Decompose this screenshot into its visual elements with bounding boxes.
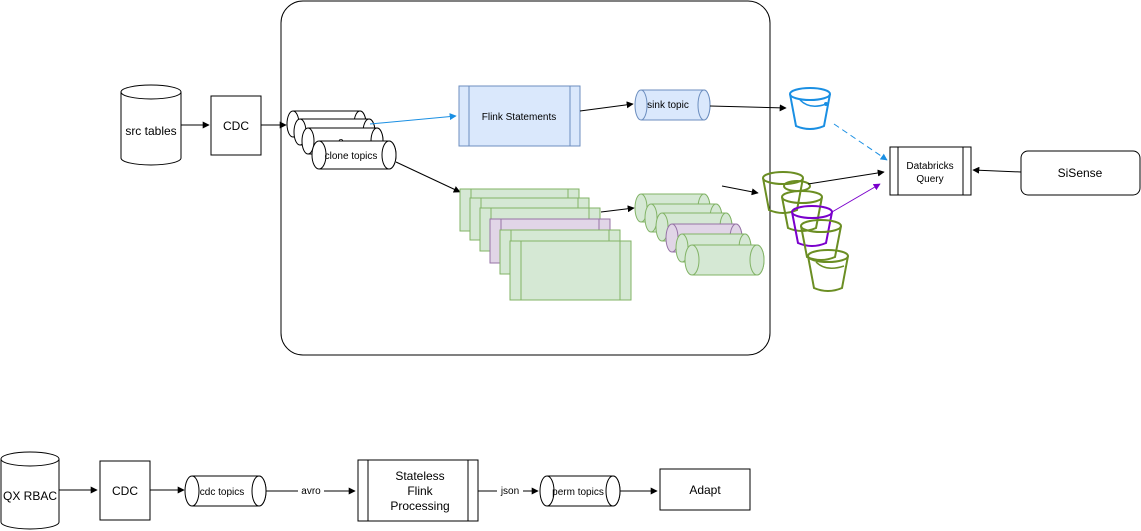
edge-label-bg <box>298 484 324 497</box>
edge-label-bg <box>497 484 523 497</box>
s3-bucket-icon <box>791 205 833 247</box>
edge-clone-to-green-stack <box>395 161 461 193</box>
process-box-6 <box>509 240 632 301</box>
s3-bucket-icon <box>807 249 849 292</box>
sink-topic-cylinder: sink topic <box>634 89 711 121</box>
edge-green-topics-to-buckets <box>721 185 759 196</box>
sisense-label: SiSense <box>1058 166 1103 180</box>
bucket-stack <box>762 171 849 292</box>
edge-json-label: json <box>500 486 519 497</box>
cdc-bottom-label: CDC <box>112 484 138 498</box>
s3-bucket-icon <box>800 219 842 261</box>
edge-topics-to-flink <box>369 113 457 125</box>
clone-topics-cylinder: clone topics <box>311 140 397 170</box>
edge-flink-to-sink <box>579 101 634 112</box>
src-tables-database: src tables <box>120 84 182 166</box>
perm-topics-label: perm topics <box>552 487 604 498</box>
stateless-flink-node: Stateless Flink Processing <box>357 459 479 522</box>
edge-bucket-to-databricks <box>833 123 888 161</box>
clone-topics-label: clone topics <box>325 151 378 162</box>
edge-sink-to-bucket <box>709 104 787 112</box>
s3-bucket-icon <box>762 171 804 214</box>
stateless-label-line1: Stateless <box>395 469 444 483</box>
sisense-node: SiSense <box>1020 150 1141 196</box>
stateless-label-line2: Flink <box>407 484 433 498</box>
edge-purple-bucket-to-databricks <box>831 183 881 213</box>
databricks-label-line2: Query <box>916 174 943 185</box>
processing-container <box>280 0 771 356</box>
src-tables-label: src tables <box>125 124 176 138</box>
adapt-label: Adapt <box>689 483 721 497</box>
databricks-query-node: Databricks Query <box>889 146 972 196</box>
edge-sisense-to-databricks <box>972 166 1022 174</box>
cdc-node-top: CDC <box>210 95 262 156</box>
s3-bucket-icon <box>789 87 831 130</box>
cdc-topics-cylinder: cdc topics <box>184 475 267 507</box>
edge-green-stack-to-topics <box>600 205 635 213</box>
cdc-node-bottom: CDC <box>99 460 151 521</box>
qx-rbac-database: QX RBAC <box>0 451 60 530</box>
flink-statements-node: Flink Statements <box>458 85 581 147</box>
databricks-label-line1: Databricks <box>906 161 953 172</box>
green-topic-6 <box>684 244 765 276</box>
flink-statements-label: Flink Statements <box>482 112 556 123</box>
edge-avro-label: avro <box>301 486 321 497</box>
stateless-label-line3: Processing <box>390 499 449 513</box>
edge-green-buckets-to-databricks <box>807 169 885 185</box>
cdc-topics-label: cdc topics <box>200 487 244 498</box>
qx-rbac-label: QX RBAC <box>3 489 57 503</box>
cdc-top-label: CDC <box>223 119 249 133</box>
green-topic-stack <box>634 193 765 276</box>
sink-topic-label: sink topic <box>647 100 689 111</box>
green-processing-stack <box>459 188 632 301</box>
topic-stack: c c c clone topics <box>286 110 397 170</box>
adapt-node: Adapt <box>659 468 751 511</box>
perm-topics-cylinder: perm topics <box>539 475 621 507</box>
